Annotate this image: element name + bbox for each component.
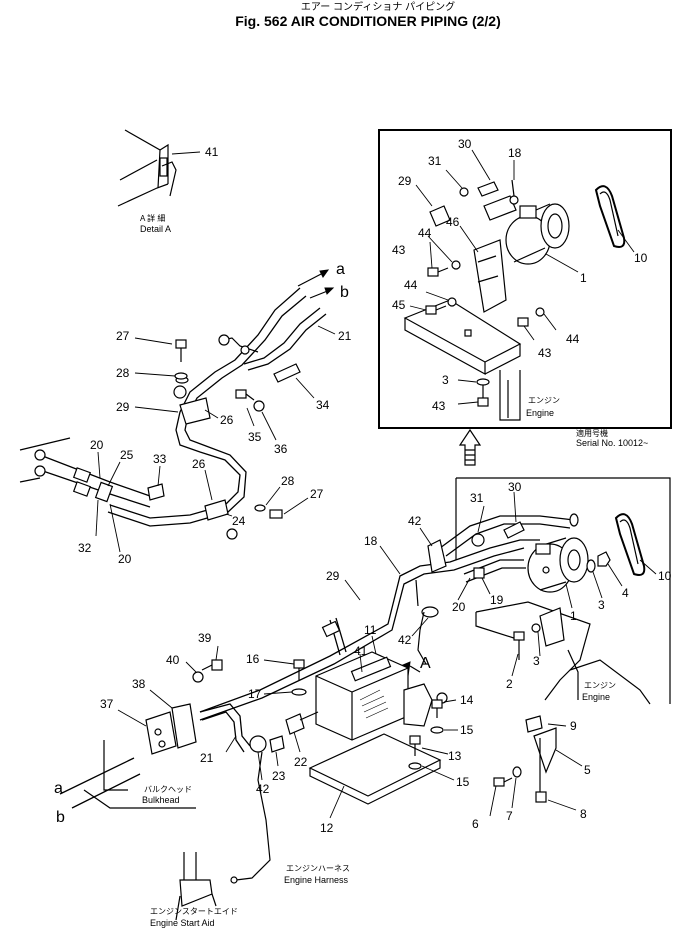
lower-engine-label: Engine: [582, 692, 610, 702]
letter-a-arrow: A: [420, 655, 431, 672]
callout-2: 2: [506, 677, 513, 691]
letter-a-top: a: [336, 261, 345, 278]
callout-36: 36: [274, 442, 288, 456]
callout-27-left: 27: [116, 329, 130, 343]
callout-34: 34: [316, 398, 330, 412]
callout-5: 5: [584, 763, 591, 777]
callout-13: 13: [448, 749, 462, 763]
callout-6: 6: [472, 817, 479, 831]
callout-19: 19: [490, 593, 504, 607]
letter-a-bottom: a: [54, 780, 63, 797]
callout-9: 9: [570, 719, 577, 733]
detail-a-label: Detail A: [140, 224, 171, 234]
callout-37: 37: [100, 697, 114, 711]
left-pipe-assembly: [19, 269, 335, 540]
inset-frame: [378, 129, 672, 429]
callout-42-mid: 42: [398, 633, 412, 647]
callout-27-mid: 27: [310, 487, 324, 501]
inset-callout-3: 3: [442, 373, 449, 387]
inset-engine-jp: エンジン: [528, 396, 560, 405]
callout-7: 7: [506, 809, 513, 823]
callout-11: 11: [364, 623, 377, 637]
callout-20-lower: 20: [118, 552, 132, 566]
callout-23: 23: [272, 769, 286, 783]
detail-a-jp: A 詳 細: [140, 213, 165, 223]
callout-29-main: 29: [326, 569, 340, 583]
callout-26-mid: 26: [192, 457, 206, 471]
inset-callout-43-a: 43: [392, 243, 406, 257]
callout-15-lower: 15: [456, 775, 470, 789]
callout-42-top: 42: [408, 514, 422, 528]
callout-3-main: 3: [598, 598, 605, 612]
callout-1-main: 1: [570, 609, 577, 623]
inset-callout-1: 1: [580, 271, 587, 285]
callout-16: 16: [246, 652, 260, 666]
inset-callout-43-c: 43: [432, 399, 446, 413]
callout-25: 25: [120, 448, 134, 462]
inset-callout-18: 18: [508, 146, 522, 160]
callout-41-detail: 41: [205, 145, 219, 159]
callout-12: 12: [320, 821, 334, 835]
harness-label: Engine Harness: [284, 875, 349, 885]
harness-jp: エンジンハーネス: [286, 864, 350, 873]
callout-4: 4: [622, 586, 629, 600]
inset-callout-30: 30: [458, 137, 472, 151]
callout-20-upper: 20: [90, 438, 104, 452]
inset-callout-43-b: 43: [538, 346, 552, 360]
bulkhead-label: Bulkhead: [142, 795, 180, 805]
callout-24: 24: [232, 514, 246, 528]
start-aid-label: Engine Start Aid: [150, 918, 215, 928]
callout-3-lower: 3: [533, 654, 540, 668]
lower-engine-jp: エンジン: [584, 681, 616, 690]
detail-a-sketch: [117, 129, 201, 207]
callout-26-top: 26: [220, 413, 234, 427]
up-arrow: [458, 428, 482, 466]
callout-32: 32: [78, 541, 92, 555]
callout-33: 33: [153, 452, 167, 466]
callout-8: 8: [580, 807, 587, 821]
inset-callout-31: 31: [428, 154, 442, 168]
bulkhead-jp: バルクヘッド: [144, 785, 192, 794]
inset-compressor-assembly: [403, 179, 626, 421]
serial-jp: 適用号機: [576, 428, 608, 438]
japanese-title: エアー コンディショナ パイピング: [301, 0, 455, 13]
callout-39: 39: [198, 631, 212, 645]
start-aid-jp: エンジンスタートエイド: [150, 907, 238, 916]
figure-title: Fig. 562 AIR CONDITIONER PIPING (2/2): [235, 13, 501, 29]
inset-callout-45: 45: [392, 298, 406, 312]
letter-b-top: b: [340, 284, 349, 301]
callout-30-main: 30: [508, 480, 522, 494]
callout-35: 35: [248, 430, 262, 444]
inset-callout-46: 46: [446, 215, 460, 229]
callout-17: 17: [248, 687, 262, 701]
callout-40: 40: [166, 653, 180, 667]
callout-29-left: 29: [116, 400, 130, 414]
inset-callout-44-a: 44: [418, 226, 432, 240]
callout-21-main: 21: [200, 751, 214, 765]
callout-18-main: 18: [364, 534, 378, 548]
callout-42-bottom: 42: [256, 782, 270, 796]
callout-15-upper: 15: [460, 723, 474, 737]
callout-20-main: 20: [452, 600, 466, 614]
inset-callout-44-c: 44: [566, 332, 580, 346]
callout-14: 14: [460, 693, 474, 707]
callout-28-mid: 28: [281, 474, 295, 488]
inset-callout-29: 29: [398, 174, 412, 188]
callout-10-main: 10: [658, 569, 672, 583]
callout-41-main: 41: [354, 644, 368, 658]
callout-28-left: 28: [116, 366, 130, 380]
callout-21-left: 21: [338, 329, 352, 343]
inset-engine-label: Engine: [526, 408, 554, 418]
serial-number: Serial No. 10012~: [576, 438, 648, 448]
letter-b-bottom: b: [56, 809, 65, 826]
inset-callout-10: 10: [634, 251, 648, 265]
inset-callout-44-b: 44: [404, 278, 418, 292]
callout-38: 38: [132, 677, 146, 691]
callout-22: 22: [294, 755, 308, 769]
main-assembly: [59, 477, 671, 921]
callout-31-main: 31: [470, 491, 484, 505]
